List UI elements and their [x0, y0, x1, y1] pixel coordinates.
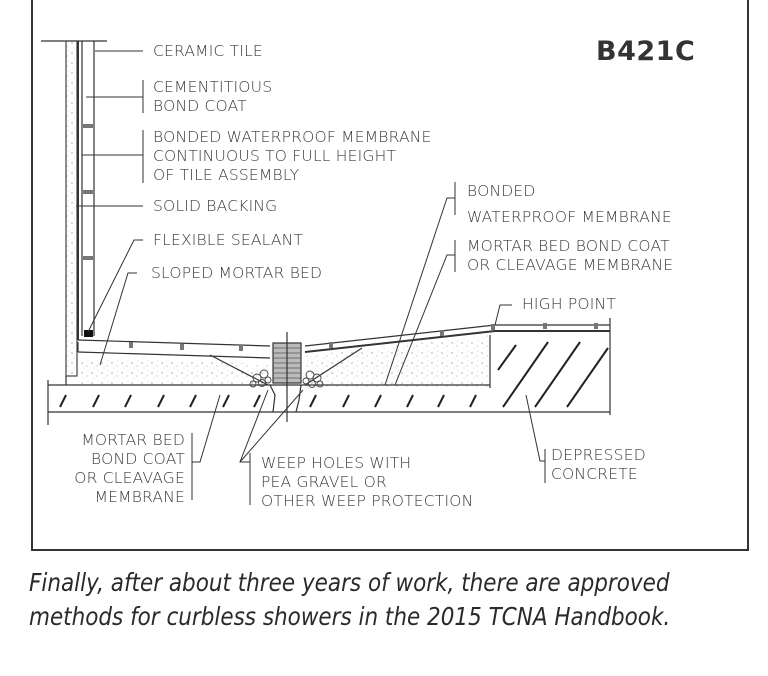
diagram-frame	[31, 0, 749, 551]
label-bonded-membrane-wall: BONDED WATERPROOF MEMBRANE CONTINUOUS TO…	[153, 128, 432, 184]
label-solid-backing: SOLID BACKING	[153, 197, 278, 215]
label-depressed-concrete: DEPRESSED CONCRETE	[551, 446, 646, 483]
label-bonded-membrane-floor: BONDED WATERPROOF MEMBRANE	[467, 182, 672, 226]
label-high-point: HIGH POINT	[522, 295, 617, 313]
figure-caption: Finally, after about three years of work…	[29, 568, 671, 631]
label-cementitious-bond-coat: CEMENTITIOUS BOND COAT	[153, 78, 273, 115]
label-weep-holes: WEEP HOLES WITH PEA GRAVEL OR OTHER WEEP…	[261, 454, 474, 510]
shower-section-drawing	[41, 40, 611, 505]
label-mortar-bed-bond-coat-right: MORTAR BED BOND COAT OR CLEAVAGE MEMBRAN…	[467, 237, 674, 274]
label-mortar-bed-bond-coat-left: MORTAR BED BOND COAT OR CLEAVAGE MEMBRAN…	[74, 431, 185, 506]
label-sloped-mortar-bed: SLOPED MORTAR BED	[151, 264, 323, 282]
label-flexible-sealant: FLEXIBLE SEALANT	[153, 231, 304, 249]
detail-code: B421C	[596, 36, 696, 67]
label-ceramic-tile: CERAMIC TILE	[153, 42, 263, 60]
